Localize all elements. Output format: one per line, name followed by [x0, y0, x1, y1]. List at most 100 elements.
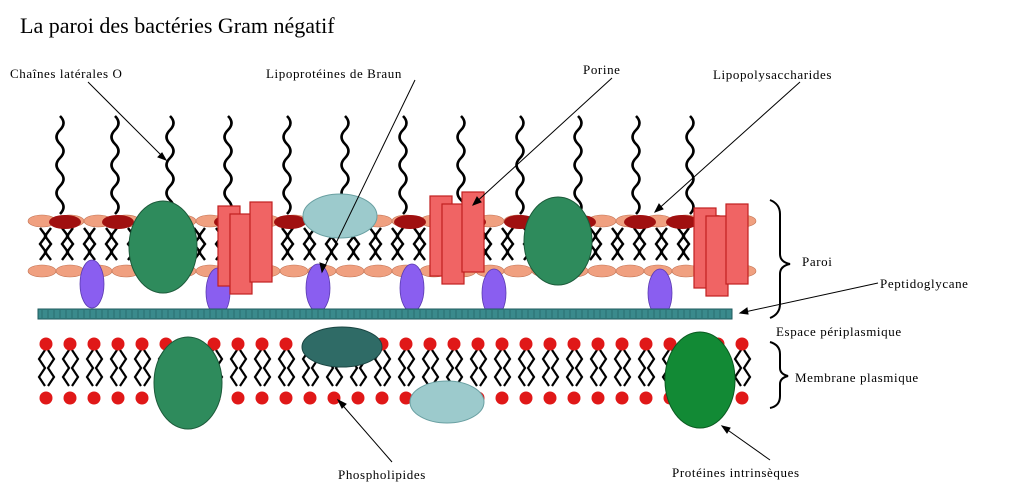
lipid-tail [106, 228, 112, 260]
lipid-tail [199, 228, 205, 260]
plasma-membrane-pale-protein [410, 381, 484, 423]
phospholipid-head [280, 338, 293, 351]
phospholipid-tail [543, 350, 549, 386]
label-porine: Porine [583, 62, 621, 77]
phospholipid-head [256, 338, 269, 351]
braun-lipoprotein [80, 260, 104, 308]
phospholipid-head [376, 392, 389, 405]
peptidoglycane-pointer [740, 283, 878, 313]
phospholipid-head [544, 392, 557, 405]
phospholipid-tail [288, 350, 294, 386]
lipid-tail [84, 228, 90, 260]
phospholipid-tail [231, 350, 237, 386]
lipid-tail [617, 228, 623, 260]
lipid-tail [595, 228, 601, 260]
phospholipid-tail [432, 350, 438, 386]
intrinsic-protein [665, 332, 735, 428]
phospholipid-tail [744, 350, 750, 386]
outer-membrane-protein [129, 201, 197, 293]
label-membrane: Membrane plasmique [795, 370, 919, 385]
phospholipid-tail [255, 350, 261, 386]
phospholipid-tail [144, 350, 150, 386]
lipid-tail [502, 228, 508, 260]
phospholipid-head [136, 338, 149, 351]
o-side-chain [517, 116, 524, 214]
phospholipid-head [64, 392, 77, 405]
plasma-membrane-tails [39, 350, 750, 386]
phospholipid-head [520, 338, 533, 351]
phospholipid-head [472, 338, 485, 351]
phospholipid-head [232, 338, 245, 351]
phospholipid-tail [111, 350, 117, 386]
porin-subunit [230, 214, 252, 294]
phospholipid-head [112, 392, 125, 405]
o-chains-pointer [88, 82, 166, 160]
phospholipid-head [40, 338, 53, 351]
proteines-pointer [722, 426, 770, 460]
phospholipid-tail [384, 350, 390, 386]
phospholipid-tail [600, 350, 606, 386]
phospholipid-head [544, 338, 557, 351]
phospholipid-tail [519, 350, 525, 386]
label-paroi: Paroi [802, 254, 832, 269]
phospholipid-tail [591, 350, 597, 386]
phospholipid-tail [279, 350, 285, 386]
outer-membrane-protein [524, 197, 592, 285]
phospholipid-tail [648, 350, 654, 386]
label-peptidoglycane: Peptidoglycane [880, 276, 969, 291]
proteines-arrowhead [722, 426, 730, 433]
lipid-tail [370, 228, 376, 260]
phospholipid-head [520, 392, 533, 405]
o-side-chain [284, 116, 291, 214]
lipid-tail [661, 228, 667, 260]
phospholipid-tail [120, 350, 126, 386]
phospholipid-head [568, 392, 581, 405]
o-side-chain [633, 116, 640, 214]
phospholipid-tail [504, 350, 510, 386]
lipid-tail [62, 228, 68, 260]
phospholipid-tail [72, 350, 78, 386]
phospholipid-head [88, 392, 101, 405]
lps-head [624, 215, 656, 229]
phospholipid-tail [735, 350, 741, 386]
lipid-tail [287, 228, 293, 260]
o-side-chain [112, 116, 119, 214]
porin-subunit [250, 202, 272, 282]
outer-membrane-pale-protein [303, 194, 377, 238]
phospholipid-tail [567, 350, 573, 386]
label-o-chains: Chaînes latérales O [10, 66, 122, 81]
phospholipid-head [136, 392, 149, 405]
braun-lipoprotein [400, 264, 424, 312]
phospholipid-tail [528, 350, 534, 386]
o-side-chain [167, 116, 174, 214]
peptidoglycane-arrowhead [740, 308, 748, 314]
o-side-chains [57, 116, 694, 214]
phospholipid-head [496, 392, 509, 405]
label-phospholipides: Phospholipides [338, 467, 426, 482]
lipid-tail [282, 228, 288, 260]
phospholipid-tail [135, 350, 141, 386]
phospholipid-tail [456, 350, 462, 386]
lps-pointer [655, 82, 800, 212]
peptidoglycan-band [38, 309, 732, 319]
phospholipid-tail [63, 350, 69, 386]
outer-head [616, 265, 644, 277]
phospholipid-head [256, 392, 269, 405]
phospholipid-head [592, 392, 605, 405]
lipid-tail [683, 228, 689, 260]
label-braun: Lipoprotéines de Braun [266, 66, 402, 81]
lps-head [49, 215, 81, 229]
o-side-chain [400, 116, 407, 214]
label-proteines: Protéines intrinsèques [672, 465, 800, 480]
phospholipid-tail [576, 350, 582, 386]
phospholipid-head [616, 338, 629, 351]
phospholipid-tail [240, 350, 246, 386]
lps-head [274, 215, 306, 229]
label-lps: Lipopolysaccharides [713, 67, 832, 82]
phospholipides-arrowhead [338, 400, 346, 408]
lipid-tail [304, 228, 310, 260]
phospholipid-head [616, 392, 629, 405]
periplasmic-dark-protein [302, 327, 382, 367]
porin-subunit [726, 204, 748, 284]
